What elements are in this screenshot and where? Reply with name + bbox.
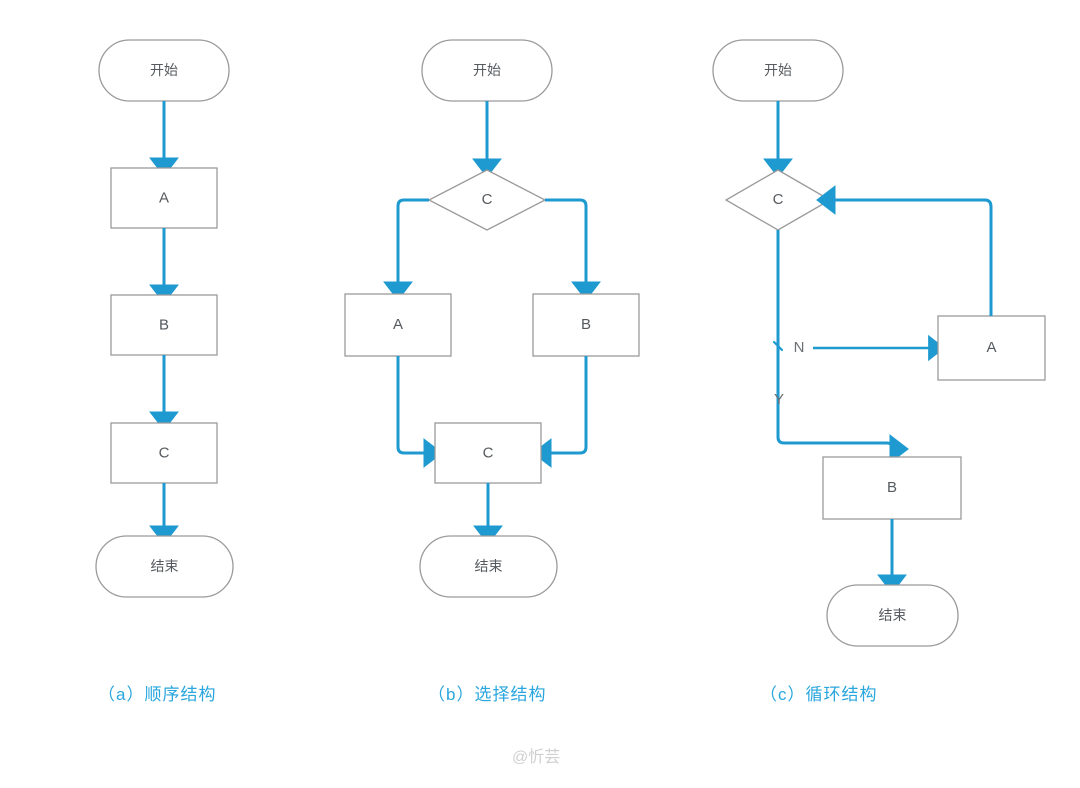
node-b-b[interactable]: B xyxy=(532,293,640,357)
process-shape xyxy=(822,456,962,520)
process-shape xyxy=(532,293,640,357)
diagram-loop: 开始 C N Y A B xyxy=(712,39,1046,647)
node-start-b[interactable]: 开始 xyxy=(421,39,553,102)
node-label: C xyxy=(159,444,170,461)
node-b-c[interactable]: B xyxy=(822,456,962,520)
edge-decision-to-a xyxy=(383,198,429,301)
caption-selection: （b）选择结构 xyxy=(428,685,547,704)
watermark: @忻芸 xyxy=(512,749,561,766)
node-start-c[interactable]: 开始 xyxy=(712,39,844,102)
node-label: 开始 xyxy=(473,62,501,78)
diagram-selection: 开始 C A B C xyxy=(344,39,640,598)
node-decision-b[interactable]: C xyxy=(427,169,547,231)
node-label: 结束 xyxy=(151,558,179,574)
node-a-c[interactable]: A xyxy=(937,315,1046,381)
node-end-a[interactable]: 结束 xyxy=(95,535,234,598)
node-a-a[interactable]: A xyxy=(110,167,218,229)
process-shape xyxy=(344,293,452,357)
node-label: 开始 xyxy=(764,62,792,78)
node-label: A xyxy=(986,339,996,356)
terminator-shape xyxy=(95,535,234,598)
node-label: 结束 xyxy=(475,558,503,574)
edge-a-to-decision-loopback xyxy=(816,185,993,316)
node-b-a[interactable]: B xyxy=(110,294,218,356)
node-end-b[interactable]: 结束 xyxy=(419,535,558,598)
node-label: C xyxy=(773,191,784,208)
node-label: 开始 xyxy=(150,62,178,78)
node-a-b[interactable]: A xyxy=(344,293,452,357)
node-label: B xyxy=(887,479,897,496)
node-label: B xyxy=(581,316,591,333)
terminator-shape xyxy=(419,535,558,598)
edge-decision-to-b xyxy=(545,198,601,301)
node-label: C xyxy=(483,444,494,461)
caption-loop: （c）循环结构 xyxy=(760,685,878,704)
node-c-a[interactable]: C xyxy=(110,422,218,484)
terminator-shape xyxy=(826,584,959,647)
edge-decision-to-b xyxy=(776,412,908,465)
node-c-b[interactable]: C xyxy=(434,422,542,484)
edge-label-no: N xyxy=(794,339,805,356)
process-shape xyxy=(110,167,218,229)
edge-a-to-c xyxy=(396,356,443,468)
edge-b-to-c xyxy=(532,356,588,468)
node-label: 结束 xyxy=(879,607,907,623)
decision-shape xyxy=(427,169,547,231)
process-shape xyxy=(110,422,218,484)
edge-label-yes: Y xyxy=(774,391,784,408)
node-end-c[interactable]: 结束 xyxy=(826,584,959,647)
node-label: A xyxy=(159,189,169,206)
node-label: B xyxy=(159,316,169,333)
node-decision-c[interactable]: C xyxy=(724,169,832,231)
node-label: A xyxy=(393,316,403,333)
process-shape xyxy=(434,422,542,484)
diagram-sequence: 开始 A B C 结束 xyxy=(95,39,234,598)
node-start-a[interactable]: 开始 xyxy=(98,39,230,102)
node-label: C xyxy=(482,191,493,208)
branch-tick-n-icon xyxy=(772,340,784,352)
caption-sequence: （a）顺序结构 xyxy=(98,685,217,704)
